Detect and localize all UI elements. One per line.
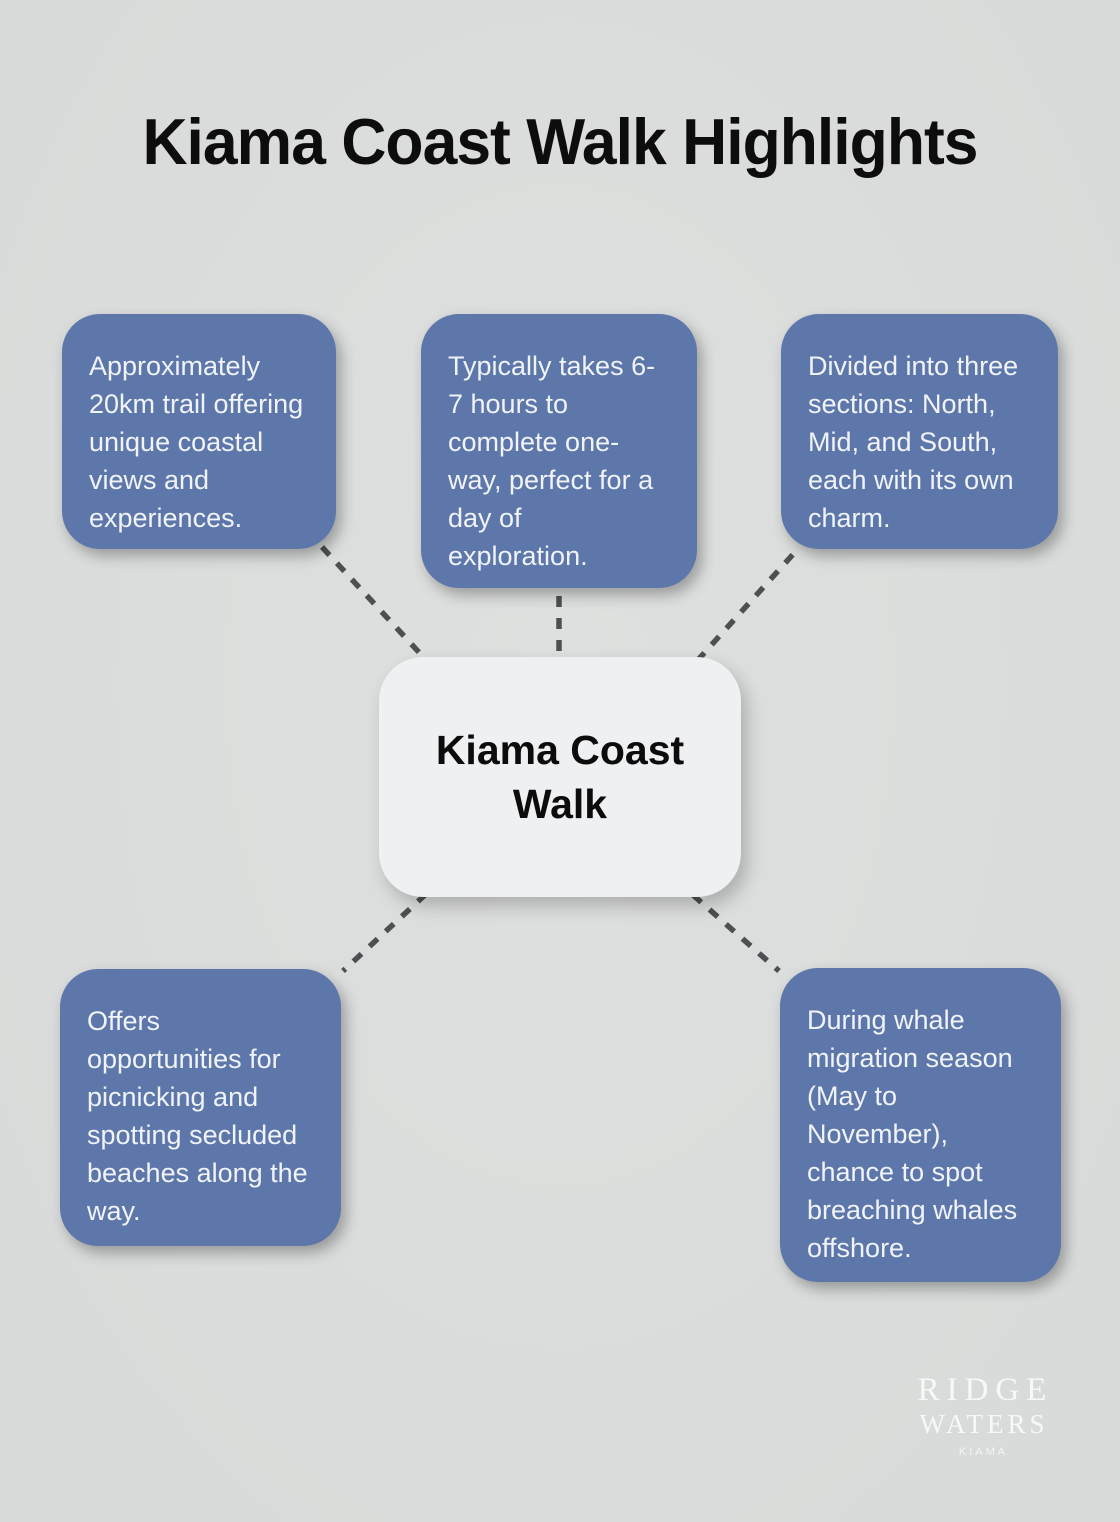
node-trail-length: Approximately 20km trail offering unique… (62, 314, 336, 549)
node-whale-watching: During whale migration season (May to No… (780, 968, 1061, 1282)
node-text: During whale migration season (May to No… (807, 1005, 1018, 1263)
center-node: Kiama Coast Walk (379, 657, 741, 897)
page-title: Kiama Coast Walk Highlights (142, 105, 978, 178)
node-text: Approximately 20km trail offering unique… (89, 351, 304, 533)
brand-logo-line-ridge: RIDGE (917, 1372, 1054, 1408)
node-duration: Typically takes 6-7 hours to complete on… (421, 314, 697, 588)
brand-logo-line-kiama: KIAMA (958, 1446, 1009, 1458)
node-text: Divided into three sections: North, Mid,… (808, 351, 1019, 533)
brand-logo: RIDGE WATERS KIAMA (897, 1372, 1067, 1458)
connector-line (341, 891, 428, 974)
center-node-label: Kiama Coast Walk (435, 727, 685, 827)
node-sections: Divided into three sections: North, Mid,… (781, 314, 1058, 549)
node-text: Typically takes 6-7 hours to complete on… (448, 351, 656, 571)
connector-line (319, 545, 430, 663)
node-text: Offers opportunities for picnicking and … (87, 1006, 308, 1226)
connector-line (694, 549, 799, 663)
connector-line (691, 892, 781, 974)
node-picnicking: Offers opportunities for picnicking and … (60, 969, 341, 1246)
brand-logo-line-waters: WATERS (919, 1409, 1049, 1439)
